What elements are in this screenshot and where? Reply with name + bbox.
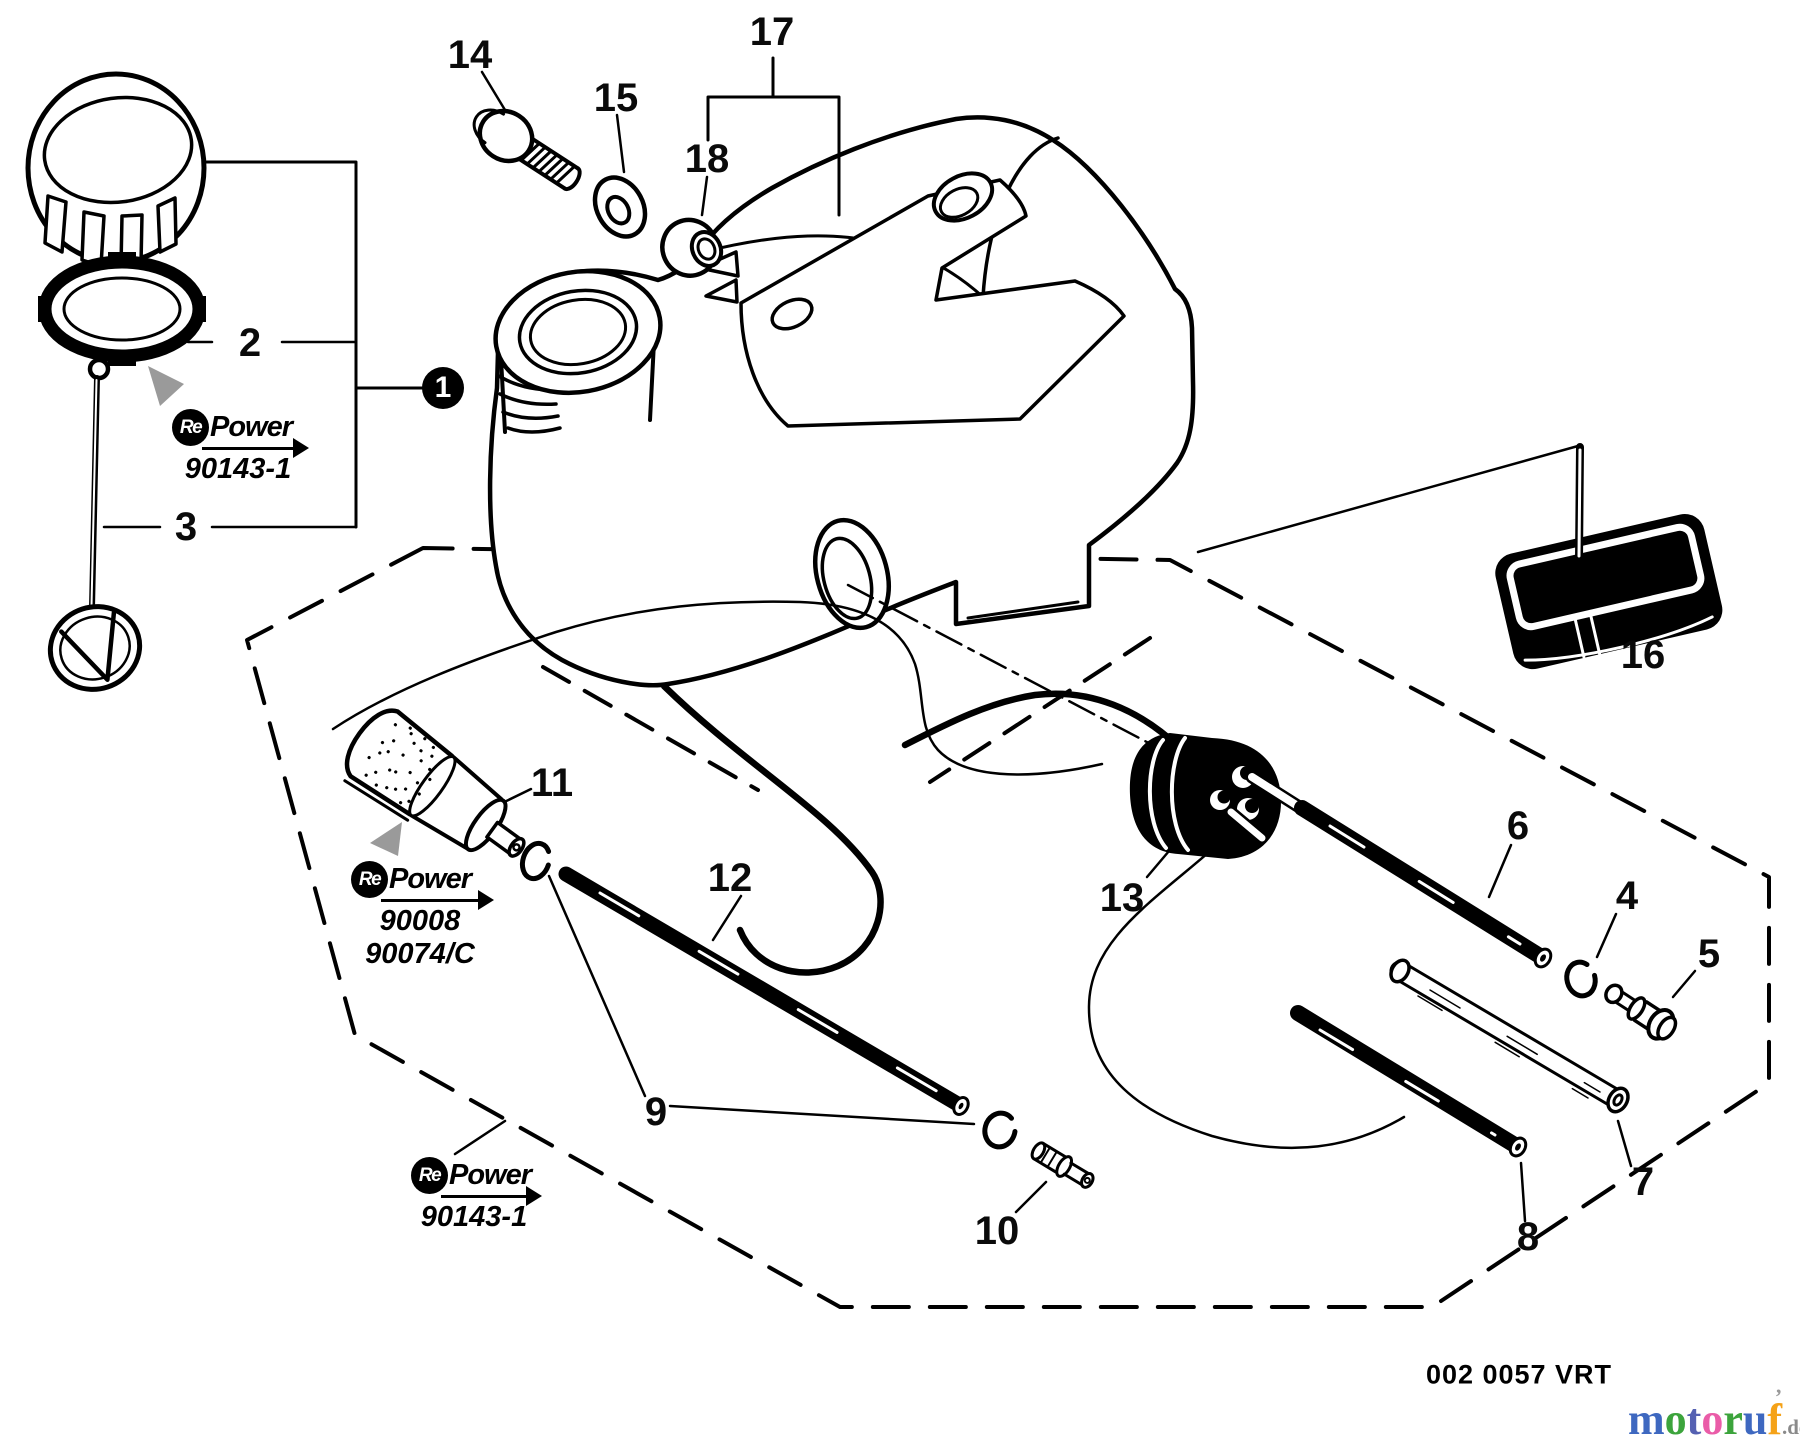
fuel-cap xyxy=(25,71,207,268)
callout-10: 10 xyxy=(974,1209,1020,1253)
repower-arrow xyxy=(381,890,494,910)
tank-tab-2 xyxy=(704,278,739,304)
tank-top-hole xyxy=(931,171,995,223)
fuel-filter xyxy=(343,708,526,858)
pointer-triangle-top xyxy=(148,366,184,406)
tank-side-hole xyxy=(813,517,891,631)
callout-13: 13 xyxy=(1099,876,1145,920)
repower-part-number: 90143-1 xyxy=(184,453,292,485)
callout-11: 11 xyxy=(530,761,574,805)
cushion-pin xyxy=(1575,443,1584,564)
bushing xyxy=(660,217,724,278)
callout-1-bullet: 1 xyxy=(422,367,464,409)
repower-tag-bottom: Re Power 90143-1 xyxy=(411,1157,542,1234)
repower-part-number: 90008 xyxy=(379,905,461,937)
callout-14: 14 xyxy=(447,33,493,77)
check-valve-5 xyxy=(1604,983,1678,1041)
wm-letter: r xyxy=(1723,1395,1743,1444)
repower-part-number: 90143-1 xyxy=(420,1201,528,1233)
connector-10 xyxy=(1030,1141,1095,1189)
callout-6: 6 xyxy=(1506,804,1530,848)
wm-letter: m xyxy=(1628,1395,1665,1444)
repower-logo-icon: Re xyxy=(411,1157,448,1194)
repower-logo-text: Power xyxy=(389,863,472,895)
fuel-line-12 xyxy=(558,866,970,1116)
screw xyxy=(472,108,582,192)
repower-arrow xyxy=(441,1186,542,1206)
repower-arrow xyxy=(202,438,309,458)
tank-cutout xyxy=(739,178,1126,428)
motoruf-watermark: motoruf.de ’ xyxy=(1628,1386,1800,1444)
lock-ring xyxy=(38,252,206,366)
repower-logo-icon: Re xyxy=(351,861,388,898)
repower-logo-icon: Re xyxy=(172,409,209,446)
callout-12: 12 xyxy=(707,856,753,900)
fuel-line-routing xyxy=(331,600,1406,1149)
wm-tick: ’ xyxy=(1774,1384,1783,1409)
fuel-line-8 xyxy=(1290,1005,1528,1158)
callout-7: 7 xyxy=(1631,1160,1655,1204)
callout-3: 3 xyxy=(174,505,198,549)
filter-stipple xyxy=(364,723,435,805)
repower-tag-filter: Re Power 90008 90074/C xyxy=(351,861,494,972)
callout-4: 4 xyxy=(1615,874,1639,918)
callout-2: 2 xyxy=(238,321,262,365)
tank-small-oval xyxy=(770,297,814,331)
wm-letter: o xyxy=(1664,1395,1687,1444)
clear-tube-7 xyxy=(1389,958,1630,1114)
dashed-boundary xyxy=(245,546,1771,1309)
filler-neck xyxy=(493,268,663,434)
repower-logo-text: Power xyxy=(449,1159,532,1191)
dipstick xyxy=(47,357,143,692)
callout-9: 9 xyxy=(644,1090,668,1134)
washer xyxy=(592,175,648,239)
callout-5: 5 xyxy=(1697,932,1721,976)
tank-foot-line xyxy=(966,600,1080,620)
pointer-triangle-filter xyxy=(370,822,402,856)
callout-17: 17 xyxy=(749,10,795,54)
wm-letter: t xyxy=(1686,1395,1702,1444)
fuel-tank xyxy=(487,115,1196,688)
wm-letter: u xyxy=(1742,1395,1768,1444)
ring-clips xyxy=(519,840,1598,1150)
tank-panel-edge xyxy=(701,234,985,299)
callout-8: 8 xyxy=(1516,1215,1540,1259)
wm-letter: f xyxy=(1767,1395,1782,1444)
cushion-16 xyxy=(1495,513,1723,670)
leader-lines xyxy=(102,56,1697,1223)
repower-tag-top: Re Power 90143-1 xyxy=(172,409,309,486)
repower-logo-text: Power xyxy=(210,411,293,443)
fuel-line-6 xyxy=(1294,800,1553,969)
pointer-triangles xyxy=(148,366,402,856)
drawing-code: 002 0057 VRT xyxy=(1425,1359,1613,1390)
wm-letter: o xyxy=(1701,1395,1724,1444)
callout-16: 16 xyxy=(1620,633,1666,677)
wm-suffix: .de xyxy=(1781,1415,1800,1439)
callout-18: 18 xyxy=(684,137,730,181)
repower-part-number-2: 90074/C xyxy=(365,938,475,971)
callout-15: 15 xyxy=(593,76,639,120)
